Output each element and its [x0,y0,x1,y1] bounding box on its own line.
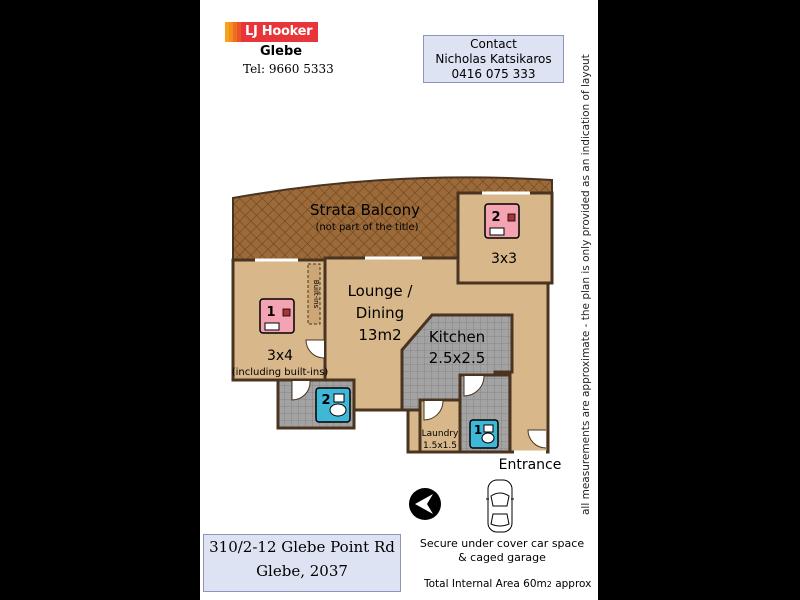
bedroom-2-icon-number: 2 [491,210,500,225]
bathroom-2-icon: 2 [315,387,351,423]
contact-heading: Contact [470,37,517,51]
laundry-label: Laundry [422,429,459,439]
lounge-label-line2: Dining [356,304,404,322]
floorplan-sheet: LJ Hooker Glebe Tel: 9660 5333 Contact N… [200,0,598,600]
kitchen-size: 2.5x2.5 [429,349,486,367]
total-area-suffix: approx [551,578,592,590]
parking-note: Secure under cover car space & caged gar… [417,537,587,565]
kitchen-label: Kitchen [429,328,485,346]
bedroom-2-size: 3x3 [491,251,517,267]
address-line1: 310/2-12 Glebe Point Rd [209,538,395,556]
car-icon [486,479,514,533]
parking-line2: & caged garage [458,551,546,564]
total-internal-area: Total Internal Area 60m2 approx [424,578,591,590]
address-line2: Glebe, 2037 [256,562,348,580]
lounge-label-line1: Lounge / [348,282,414,300]
floor-plan: 2 1 2 1 Strata Balcony (not part of the … [231,176,562,533]
parking-line1: Secure under cover car space [419,537,585,550]
bedroom-1-size: 3x4 [267,348,293,364]
logo-stripes [225,22,241,42]
bedroom-1-icon-number: 1 [266,305,275,320]
north-compass-icon [409,488,441,520]
lj-hooker-logo: LJ Hooker [225,22,319,42]
contact-phone: 0416 075 333 [451,67,536,81]
bedroom-2-icon: 2 [484,203,520,239]
total-area-prefix: Total Internal Area 60m [424,578,547,590]
built-ins-label: Built-ins [312,280,320,309]
lounge-size: 13m2 [358,326,401,344]
total-area-exp: 2 [546,580,552,589]
logo-brand-text: LJ Hooker [241,22,319,42]
bedroom-1-note: (including built-ins) [232,367,329,378]
bathroom-1-icon-number: 1 [474,423,482,437]
office-phone: Tel: 9660 5333 [243,62,334,76]
entrance-label: Entrance [499,457,562,473]
office-name: Glebe [260,44,303,59]
contact-name: Nicholas Katsikaros [435,52,552,66]
address-box: 310/2-12 Glebe Point Rd Glebe, 2037 [203,534,401,592]
laundry-size: 1.5x1.5 [423,441,457,451]
bathroom-2-icon-number: 2 [321,393,330,408]
contact-box: Contact Nicholas Katsikaros 0416 075 333 [423,35,564,83]
bathroom-1-icon: 1 [469,419,499,449]
balcony-note: (not part of the title) [315,222,418,233]
built-ins [307,263,321,325]
bedroom-1-icon: 1 [259,298,295,334]
balcony-title: Strata Balcony [310,201,420,219]
